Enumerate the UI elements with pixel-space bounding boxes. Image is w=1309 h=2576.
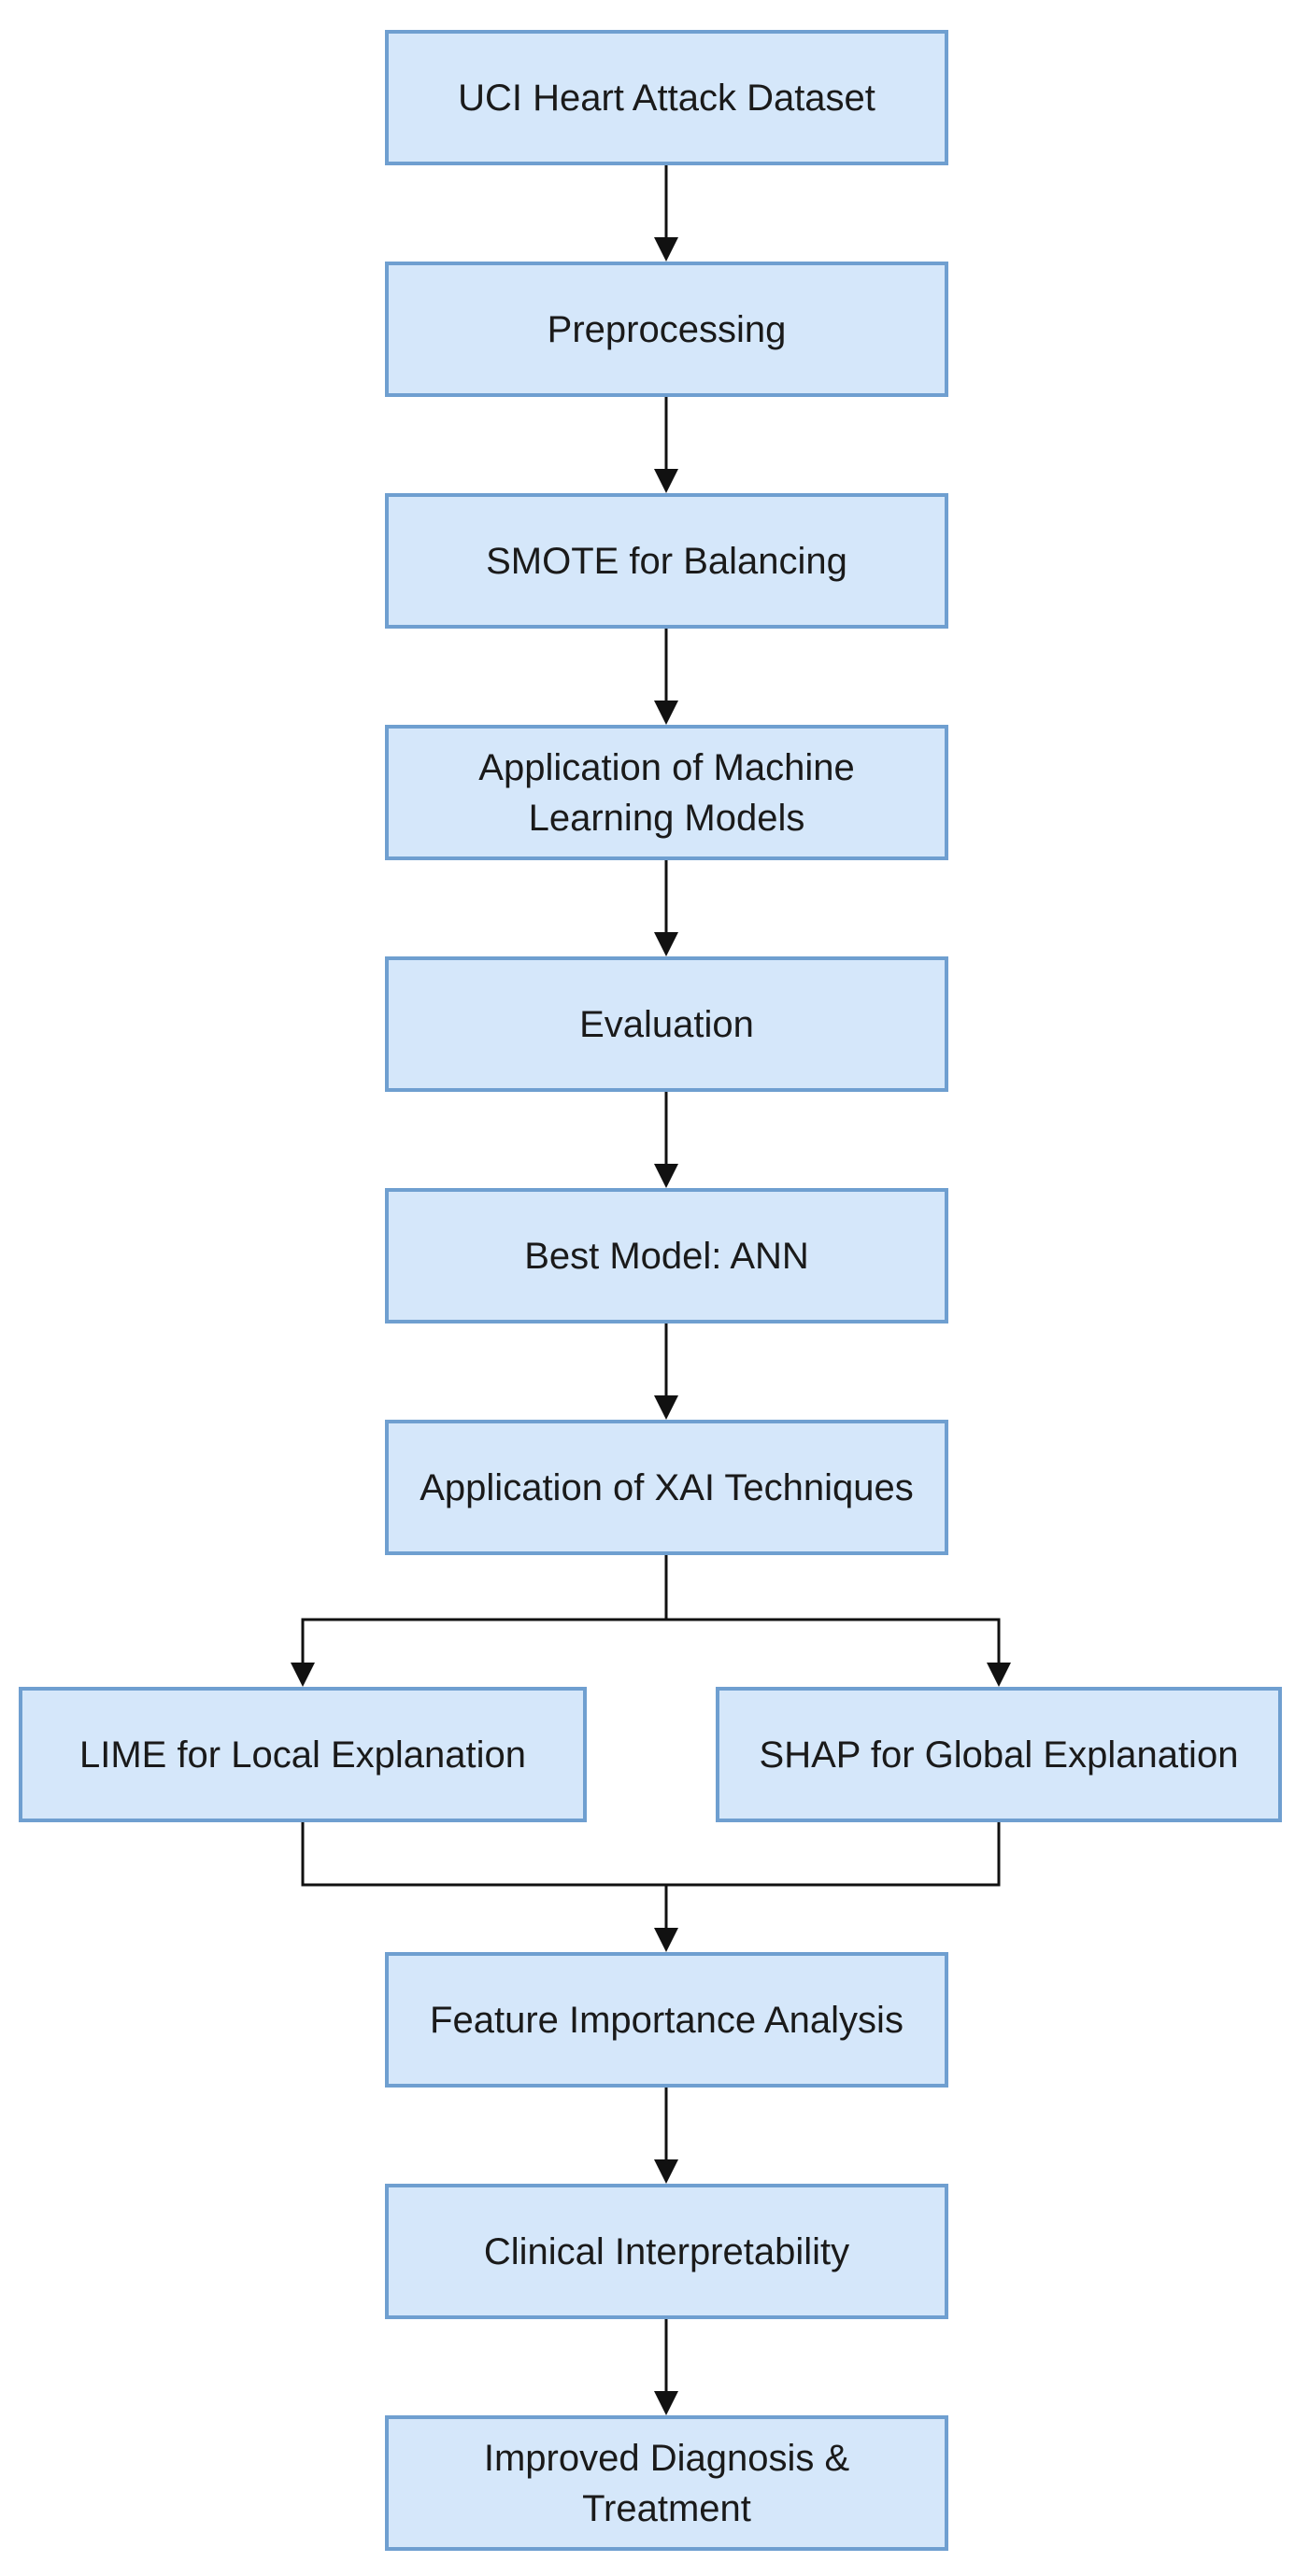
- arrowhead: [654, 1164, 678, 1188]
- arrowhead: [291, 1663, 315, 1687]
- node-diagnosis: Improved Diagnosis & Treatment: [385, 2415, 948, 2551]
- node-evaluation: Evaluation: [385, 956, 948, 1092]
- arrowhead: [654, 1395, 678, 1420]
- node-best-model: Best Model: ANN: [385, 1188, 948, 1323]
- arrowhead: [987, 1663, 1011, 1687]
- arrowhead: [654, 2159, 678, 2184]
- node-lime: LIME for Local Explanation: [19, 1687, 587, 1822]
- node-label: Feature Importance Analysis: [430, 1999, 903, 2041]
- node-feature-importance: Feature Importance Analysis: [385, 1952, 948, 2088]
- node-label: SMOTE for Balancing: [486, 540, 847, 582]
- node-shap: SHAP for Global Explanation: [716, 1687, 1282, 1822]
- node-label: Improved Diagnosis & Treatment: [483, 2437, 850, 2529]
- node-xai: Application of XAI Techniques: [385, 1420, 948, 1555]
- node-label: UCI Heart Attack Dataset: [458, 77, 875, 119]
- arrowhead: [654, 701, 678, 725]
- node-label: Preprocessing: [547, 308, 787, 350]
- node-dataset: UCI Heart Attack Dataset: [385, 30, 948, 165]
- node-preprocessing: Preprocessing: [385, 262, 948, 397]
- node-label: Evaluation: [579, 1003, 754, 1045]
- arrowhead: [654, 469, 678, 493]
- node-ml-models: Application of Machine Learning Models: [385, 725, 948, 860]
- node-label: Clinical Interpretability: [483, 2230, 850, 2272]
- arrowhead: [654, 932, 678, 956]
- arrowhead: [654, 237, 678, 262]
- node-label: Application of Machine Learning Models: [478, 746, 855, 839]
- node-clinical: Clinical Interpretability: [385, 2184, 948, 2319]
- node-label: LIME for Local Explanation: [78, 1734, 527, 1776]
- edge-lime-to-feature-importance: [301, 1822, 668, 1933]
- arrowhead: [654, 1928, 678, 1952]
- edge-xai-to-shap: [666, 1618, 1001, 1668]
- node-smote: SMOTE for Balancing: [385, 493, 948, 629]
- node-label: SHAP for Global Explanation: [759, 1734, 1239, 1776]
- node-label: Application of XAI Techniques: [420, 1466, 914, 1508]
- node-label: Best Model: ANN: [524, 1235, 809, 1277]
- edge-shap-to-feature-importance: [666, 1822, 1001, 1887]
- edge-xai-to-lime: [301, 1555, 668, 1668]
- arrowhead: [654, 2391, 678, 2415]
